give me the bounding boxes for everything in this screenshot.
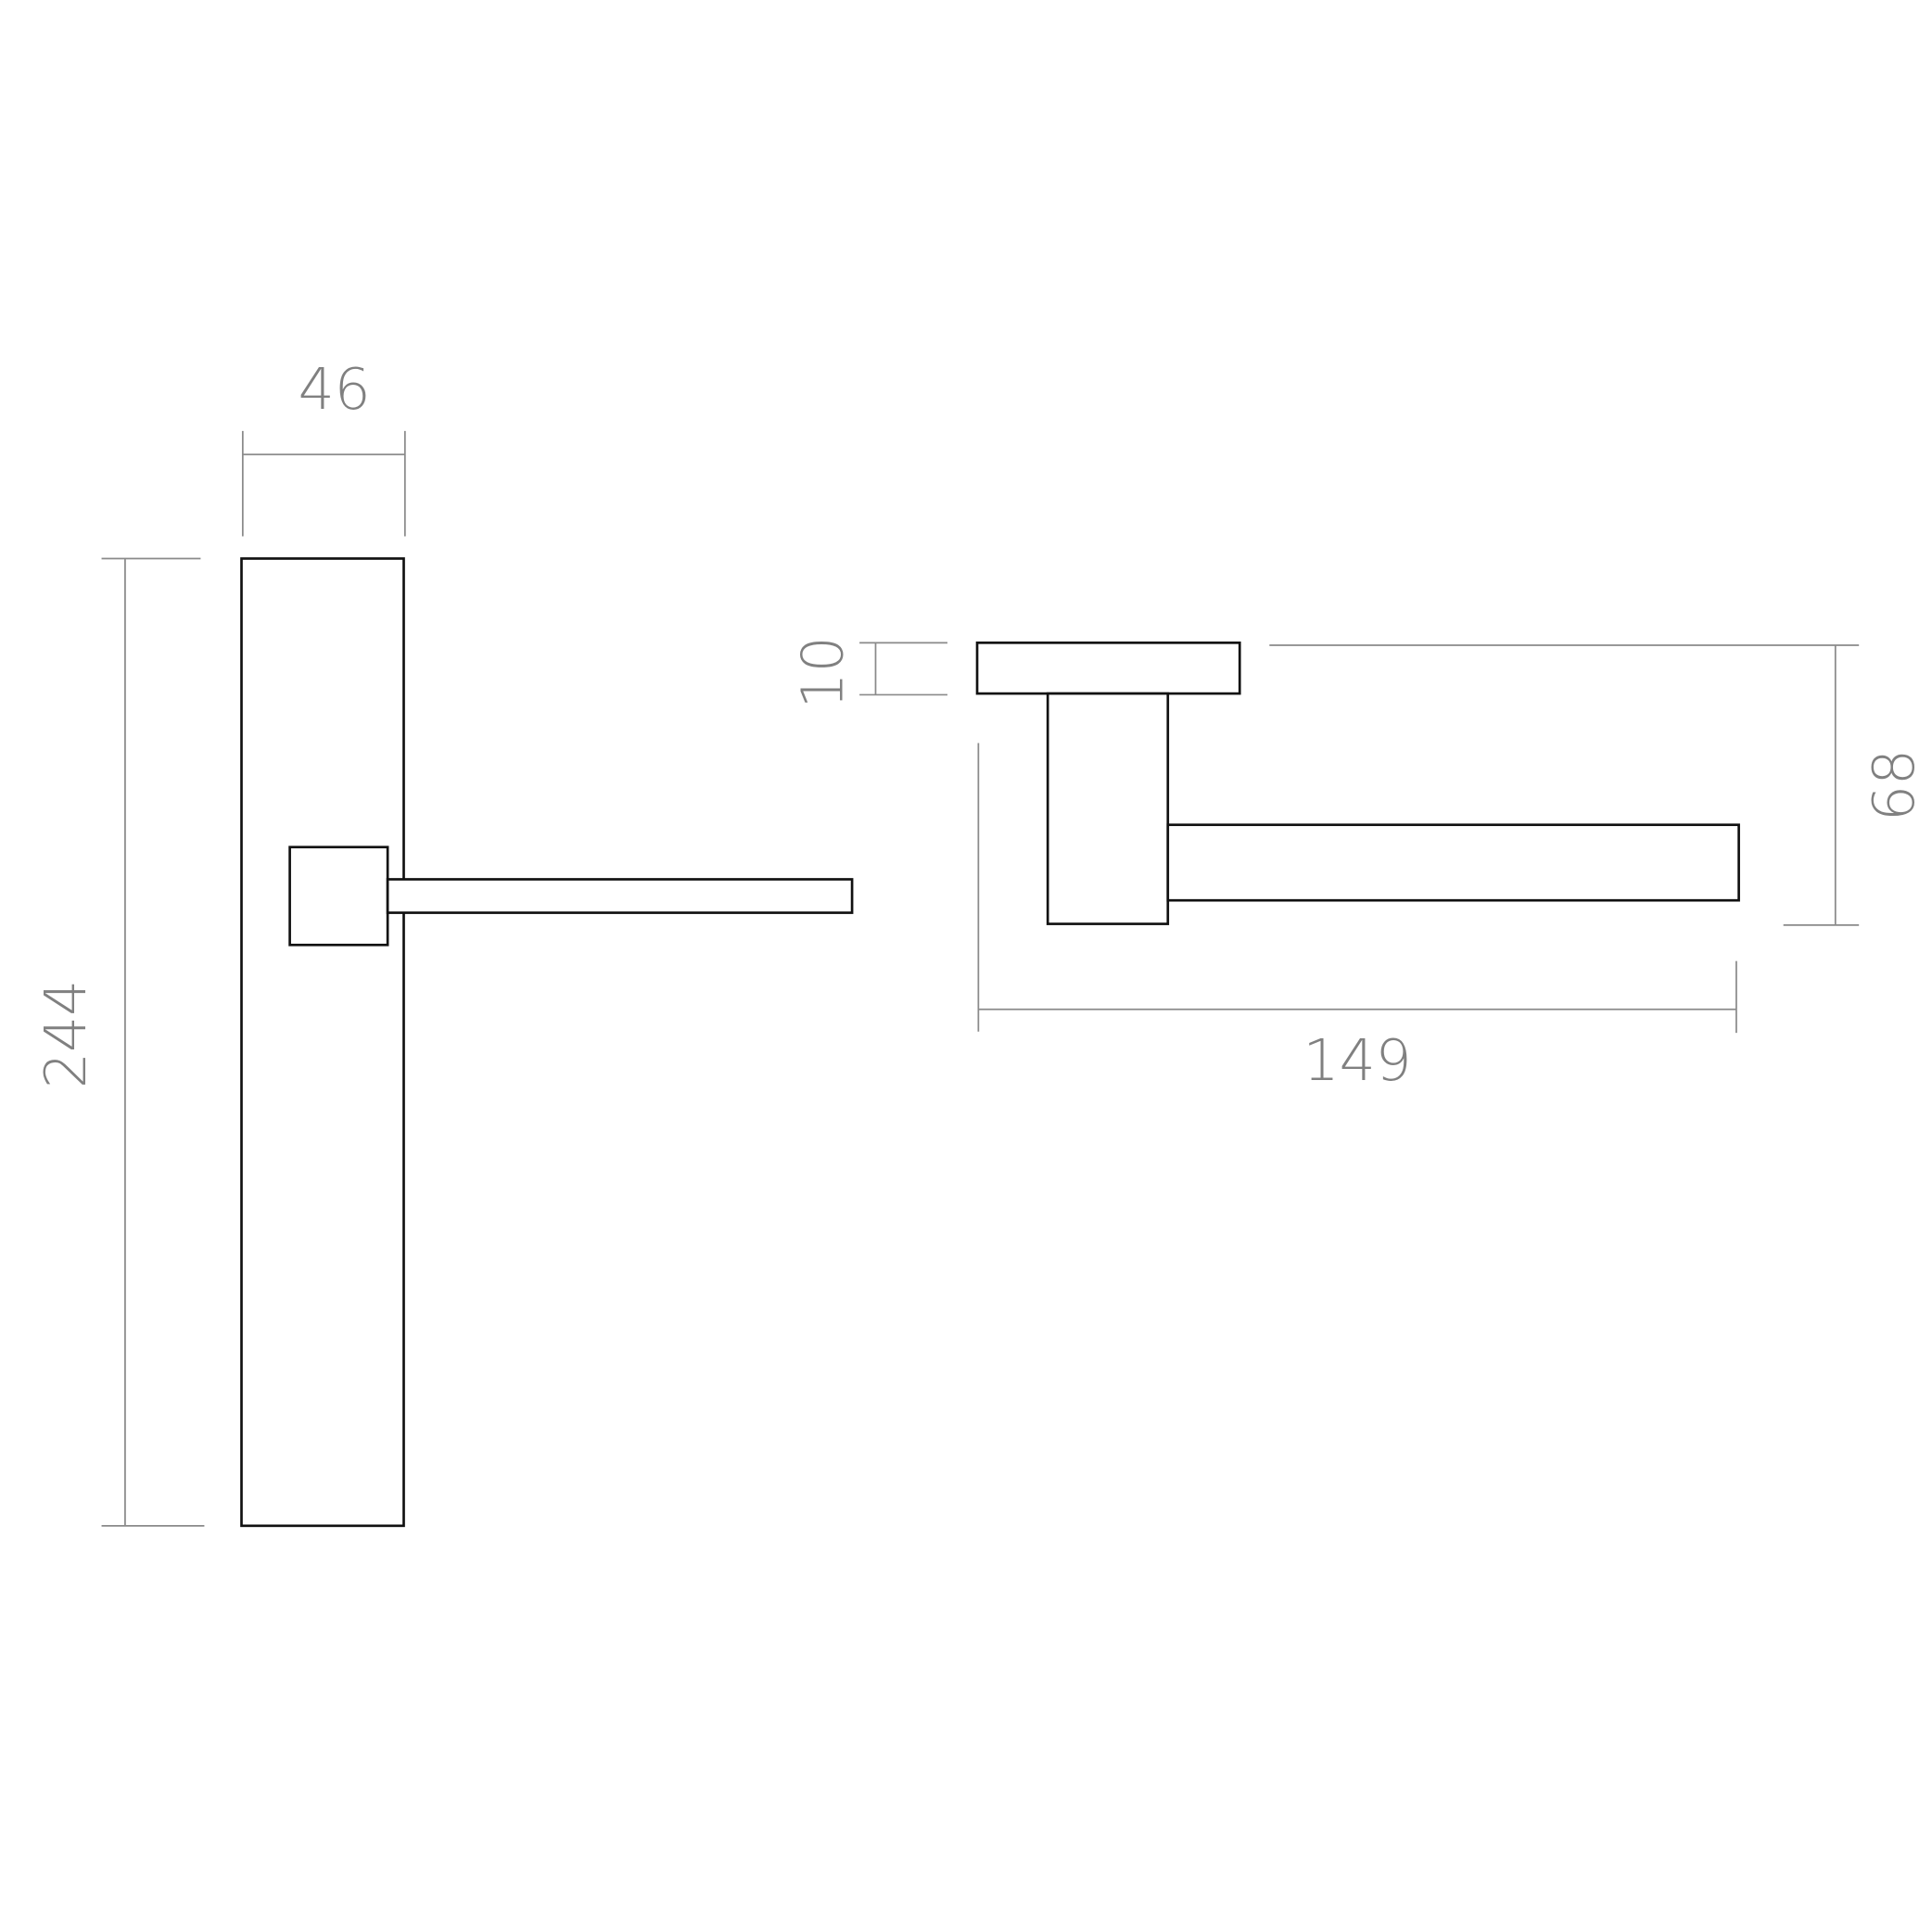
- dimension-rose-thickness: 10: [790, 636, 947, 708]
- dimension-projection: 68: [1269, 644, 1927, 926]
- dimension-label-46: 46: [299, 357, 371, 423]
- dimension-width: 46: [241, 357, 406, 537]
- lever-arm: [1166, 823, 1740, 902]
- dimension-label-149: 149: [1303, 1028, 1412, 1094]
- front-view: [240, 557, 854, 1528]
- backplate: [240, 557, 405, 1528]
- dimension-label-68: 68: [1862, 749, 1927, 821]
- neck: [1046, 692, 1170, 925]
- dimension-lever-length: 149: [977, 743, 1737, 1094]
- dimension-label-244: 244: [33, 980, 99, 1088]
- dimension-height: 244: [33, 557, 205, 1527]
- rose-plate: [975, 641, 1241, 695]
- dimension-label-10: 10: [790, 636, 856, 708]
- side-view: [975, 641, 1740, 925]
- rosette-square: [288, 845, 389, 947]
- lever-handle: [386, 878, 854, 914]
